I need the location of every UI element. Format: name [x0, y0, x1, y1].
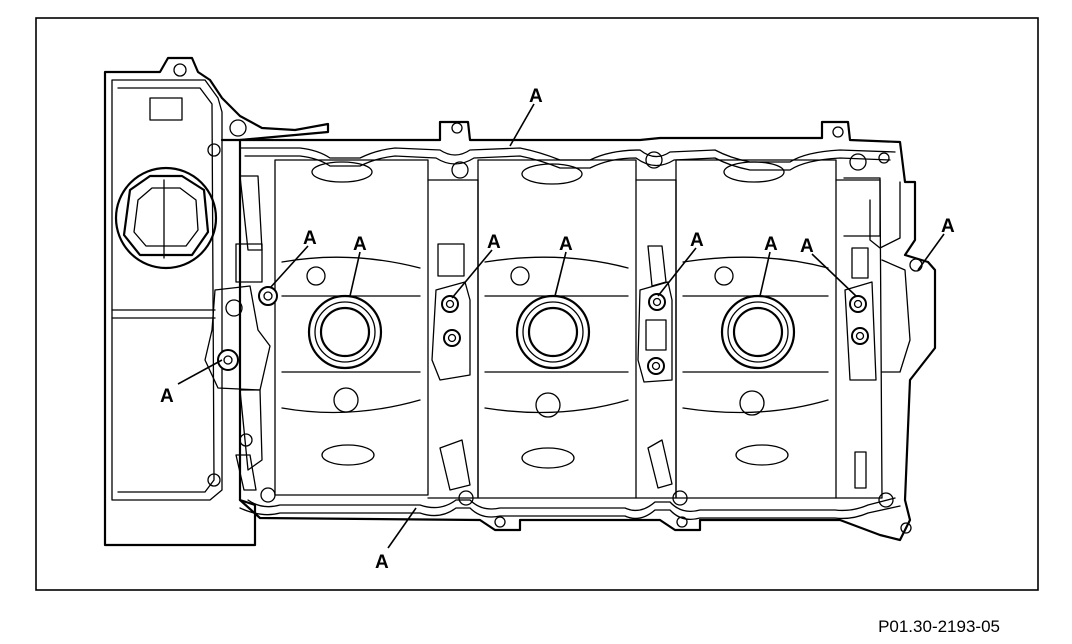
- callout-labels: A A A A A A A A A A A: [160, 86, 955, 573]
- divider-rib-1: [427, 179, 479, 499]
- cover-left-end: [103, 56, 330, 547]
- callout-label-seal-1: A: [353, 234, 367, 255]
- cylinder-bay-3: [675, 159, 837, 499]
- callout-label-left-bolt: A: [303, 228, 317, 249]
- cylinder-bay-2: [477, 159, 637, 499]
- callout-label-left-lower: A: [160, 386, 174, 407]
- figure-reference-code: P01.30-2193-05: [878, 617, 1000, 636]
- cylinder-bay-1: [274, 159, 429, 496]
- callout-label-right: A: [941, 216, 955, 237]
- callout-label-seal-2: A: [559, 234, 573, 255]
- bolt-bolts: [217, 286, 869, 375]
- callout-label-rib-3: A: [800, 236, 814, 257]
- callout-label-rib-2: A: [690, 230, 704, 251]
- divider-rib-right: [835, 177, 883, 499]
- callout-label-top: A: [529, 86, 543, 107]
- callout-label-rib-1: A: [487, 232, 501, 253]
- cover-main-body: [220, 120, 937, 542]
- divider-rib-left: [204, 175, 271, 491]
- divider-rib-2: [635, 179, 677, 499]
- callout-label-bottom: A: [375, 552, 389, 573]
- figure-frame: [35, 17, 1039, 591]
- leader-lines: [177, 103, 945, 549]
- callout-label-seal-3: A: [764, 234, 778, 255]
